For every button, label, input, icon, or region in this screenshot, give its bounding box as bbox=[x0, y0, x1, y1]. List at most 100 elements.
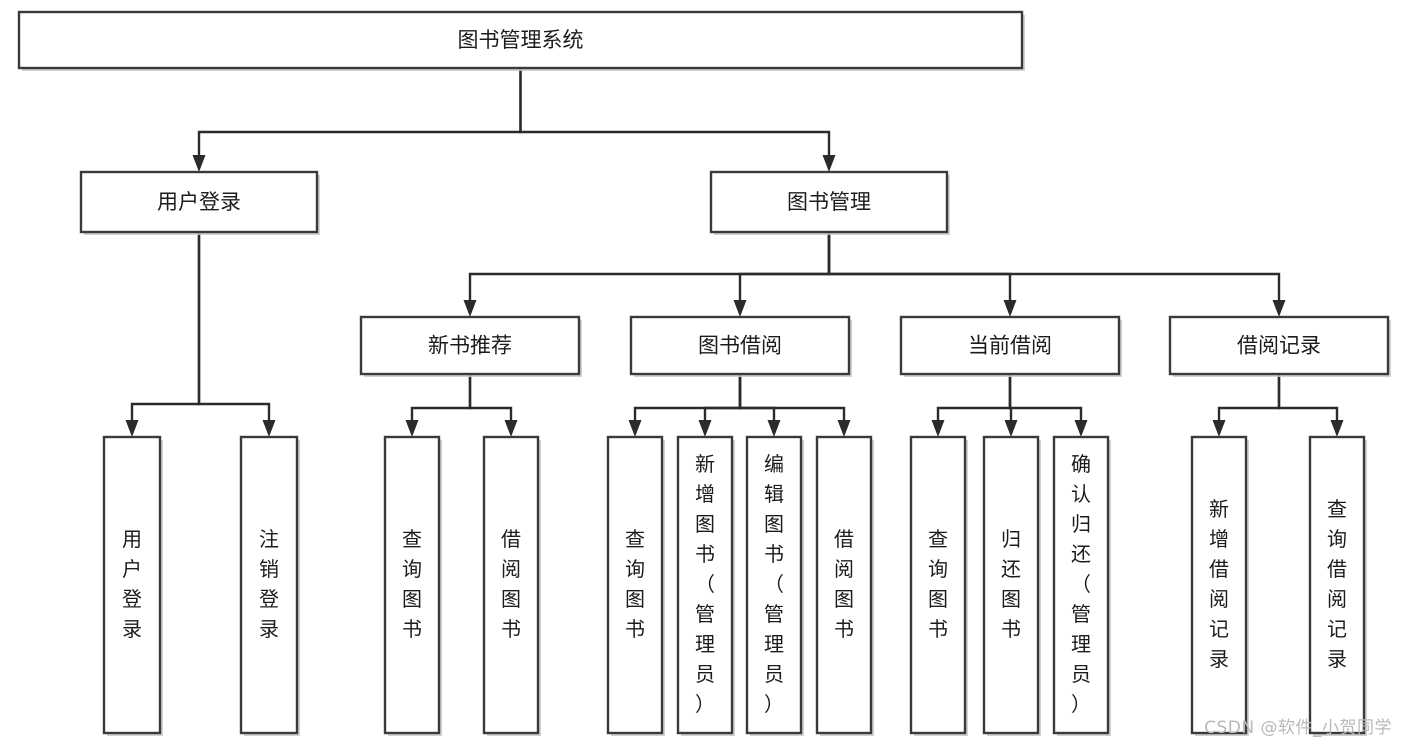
node-box[interactable] bbox=[1308, 435, 1366, 735]
connector-line bbox=[827, 232, 1012, 300]
node-new-book-recommend[interactable]: 新书推荐 bbox=[359, 315, 582, 377]
node-box[interactable] bbox=[815, 435, 873, 735]
node-box[interactable] bbox=[982, 435, 1040, 735]
connector-edge-ul-leaf-user-login bbox=[125, 232, 201, 437]
arrow-head-icon bbox=[1330, 420, 1344, 437]
node-box[interactable] bbox=[482, 435, 540, 735]
node-label: 查询图书 bbox=[625, 527, 645, 641]
arrow-head-icon bbox=[262, 420, 276, 437]
node-box[interactable] bbox=[1168, 315, 1390, 376]
node-leaf-borrow-book-b[interactable]: 借阅图书 bbox=[815, 435, 874, 736]
connector-line bbox=[468, 232, 831, 300]
node-borrow-record[interactable]: 借阅记录 bbox=[1168, 315, 1391, 377]
node-book-borrow[interactable]: 图书借阅 bbox=[629, 315, 852, 377]
node-label: 图书借阅 bbox=[698, 334, 782, 358]
node-leaf-query-book-a[interactable]: 查询图书 bbox=[383, 435, 442, 736]
node-box[interactable] bbox=[909, 435, 967, 735]
node-leaf-query-record[interactable]: 查询借阅记录 bbox=[1308, 435, 1367, 736]
arrow-head-icon bbox=[931, 420, 945, 437]
node-leaf-confirm-return[interactable]: 确认归还（管理员） bbox=[1052, 435, 1111, 736]
connector-line bbox=[130, 232, 201, 420]
connector-edge-cb-confirm bbox=[1008, 374, 1088, 437]
arrow-head-icon bbox=[1074, 420, 1088, 437]
connector-edge-bm-borrow-record bbox=[827, 232, 1286, 317]
edge-layer bbox=[125, 68, 1344, 437]
node-user-login[interactable]: 用户登录 bbox=[79, 170, 320, 235]
connector-line bbox=[738, 374, 846, 420]
node-label: 用户登录 bbox=[157, 190, 241, 214]
connector-line bbox=[633, 374, 742, 420]
arrow-head-icon bbox=[628, 420, 642, 437]
node-label: 注销登录 bbox=[259, 527, 279, 641]
node-leaf-edit-book[interactable]: 编辑图书（管理员） bbox=[745, 435, 804, 736]
connector-line bbox=[468, 374, 513, 420]
node-label: 查询借阅记录 bbox=[1327, 497, 1347, 671]
node-leaf-query-book-b[interactable]: 查询图书 bbox=[606, 435, 665, 736]
arrow-head-icon bbox=[125, 420, 139, 437]
arrow-head-icon bbox=[822, 155, 836, 172]
arrow-head-icon bbox=[767, 420, 781, 437]
node-box[interactable] bbox=[709, 170, 949, 234]
arrow-head-icon bbox=[1272, 300, 1286, 317]
watermark-label: CSDN @软件_小贺同学 bbox=[1204, 718, 1392, 738]
arrow-head-icon bbox=[504, 420, 518, 437]
arrow-head-icon bbox=[698, 420, 712, 437]
node-box[interactable] bbox=[1190, 435, 1248, 735]
node-box[interactable] bbox=[676, 435, 734, 735]
node-current-borrow[interactable]: 当前借阅 bbox=[899, 315, 1122, 377]
node-label: 确认归还（管理员） bbox=[1071, 452, 1091, 716]
connector-edge-root-book-manage bbox=[519, 68, 836, 172]
connector-line bbox=[738, 232, 831, 300]
connector-line bbox=[519, 68, 831, 155]
arrow-head-icon bbox=[192, 155, 206, 172]
arrow-head-icon bbox=[837, 420, 851, 437]
node-leaf-add-record[interactable]: 新增借阅记录 bbox=[1190, 435, 1249, 736]
node-leaf-return-book[interactable]: 归还图书 bbox=[982, 435, 1041, 736]
connector-line bbox=[1008, 374, 1083, 420]
arrow-head-icon bbox=[1003, 300, 1017, 317]
node-box[interactable] bbox=[102, 435, 162, 735]
connector-line bbox=[827, 232, 1281, 300]
node-label: 用户登录 bbox=[122, 527, 142, 641]
node-box[interactable] bbox=[239, 435, 299, 735]
connector-line bbox=[1217, 374, 1281, 420]
connector-edge-nbr-query-a bbox=[405, 374, 472, 437]
node-box[interactable] bbox=[629, 315, 851, 376]
connector-edge-bb-edit-book bbox=[738, 374, 781, 437]
node-label: 图书管理系统 bbox=[458, 28, 584, 52]
node-label: 查询图书 bbox=[928, 527, 948, 641]
connector-line bbox=[197, 232, 271, 420]
node-box[interactable] bbox=[606, 435, 664, 735]
node-leaf-add-book[interactable]: 新增图书（管理员） bbox=[676, 435, 735, 736]
node-box[interactable] bbox=[745, 435, 803, 735]
node-label: 当前借阅 bbox=[968, 334, 1052, 358]
connector-edge-bb-borrow-b bbox=[738, 374, 851, 437]
node-box[interactable] bbox=[17, 10, 1024, 70]
arrow-head-icon bbox=[1004, 420, 1018, 437]
node-root[interactable]: 图书管理系统 bbox=[17, 10, 1025, 71]
node-book-manage[interactable]: 图书管理 bbox=[709, 170, 950, 235]
connector-edge-bb-add-book bbox=[698, 374, 742, 437]
connector-line bbox=[703, 374, 742, 420]
connector-edge-bb-query-b bbox=[628, 374, 742, 437]
node-box[interactable] bbox=[899, 315, 1121, 376]
arrow-head-icon bbox=[733, 300, 747, 317]
node-layer: 图书管理系统用户登录图书管理新书推荐图书借阅当前借阅借阅记录用户登录注销登录查询… bbox=[17, 10, 1391, 736]
node-label: 新增借阅记录 bbox=[1209, 497, 1229, 671]
connector-edge-cb-query-c bbox=[931, 374, 1012, 437]
node-leaf-logout[interactable]: 注销登录 bbox=[239, 435, 300, 736]
node-leaf-query-book-c[interactable]: 查询图书 bbox=[909, 435, 968, 736]
node-box[interactable] bbox=[79, 170, 319, 234]
arrow-head-icon bbox=[1212, 420, 1226, 437]
connector-edge-ul-leaf-logout bbox=[197, 232, 276, 437]
node-leaf-borrow-book-a[interactable]: 借阅图书 bbox=[482, 435, 541, 736]
node-leaf-user-login[interactable]: 用户登录 bbox=[102, 435, 163, 736]
connector-edge-br-add-record bbox=[1212, 374, 1281, 437]
node-label: 新增图书（管理员） bbox=[695, 452, 715, 716]
node-label: 编辑图书（管理员） bbox=[764, 452, 784, 716]
node-box[interactable] bbox=[383, 435, 441, 735]
node-label: 图书管理 bbox=[787, 190, 871, 214]
node-box[interactable] bbox=[1052, 435, 1110, 735]
node-box[interactable] bbox=[359, 315, 581, 376]
